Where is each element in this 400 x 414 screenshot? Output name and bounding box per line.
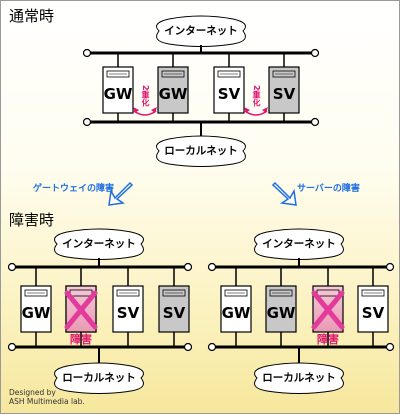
server-failure-diagram [207, 228, 395, 394]
credit: Designed by ASH Multimedia lab. [9, 388, 85, 406]
section-title-normal: 通常時 [9, 7, 55, 25]
lan-label-left: ローカルネット [62, 372, 136, 384]
sv2-label: SV [272, 85, 296, 103]
credit-line-2: ASH Multimedia lab. [9, 396, 85, 406]
redundancy-arrow-gw [133, 110, 157, 116]
gw1-label-left: GW [21, 304, 51, 322]
redundancy-arrow-sv [244, 110, 268, 116]
failure-label-right: 障害 [317, 333, 339, 346]
arrow-left [108, 181, 134, 206]
credit-line-1: Designed by [9, 388, 56, 397]
lan-label: ローカルネット [164, 145, 238, 157]
lan-cloud-top [156, 135, 246, 167]
bus-end [82, 117, 92, 127]
bus-end [82, 48, 92, 58]
arrow-right [271, 181, 297, 206]
gateway-failure-note: ゲートウェイの障害 [33, 184, 115, 194]
failure-cross-sv [311, 290, 345, 330]
redundant-label-sv: 2重化 [252, 85, 261, 107]
failure-label-left: 障害 [70, 333, 92, 346]
internet-cloud-top [156, 15, 246, 47]
internet-label: インターネット [164, 25, 238, 37]
gateway-failure-diagram [7, 228, 193, 394]
sv1-label-left: SV [116, 304, 140, 322]
gw2-label: GW [158, 85, 188, 103]
redundant-label-gw: 2重化 [141, 85, 150, 107]
sv2-label-right: SV [361, 304, 385, 322]
gw2-label-right: GW [266, 304, 296, 322]
bus-end [310, 48, 320, 58]
sv2-label-left: SV [162, 304, 186, 322]
internet-label-left: インターネット [62, 238, 136, 250]
sv1-label: SV [217, 85, 241, 103]
gw1-label: GW [103, 85, 133, 103]
server-failure-note: サーバーの障害 [297, 184, 360, 194]
internet-label-right: インターネット [262, 238, 336, 250]
section-title-failure: 障害時 [9, 211, 55, 229]
lan-label-right: ローカルネット [262, 372, 336, 384]
gw1-label-right: GW [221, 304, 251, 322]
bus-end [310, 117, 320, 127]
normal-diagram [82, 15, 320, 167]
failure-cross-gw [64, 290, 98, 330]
